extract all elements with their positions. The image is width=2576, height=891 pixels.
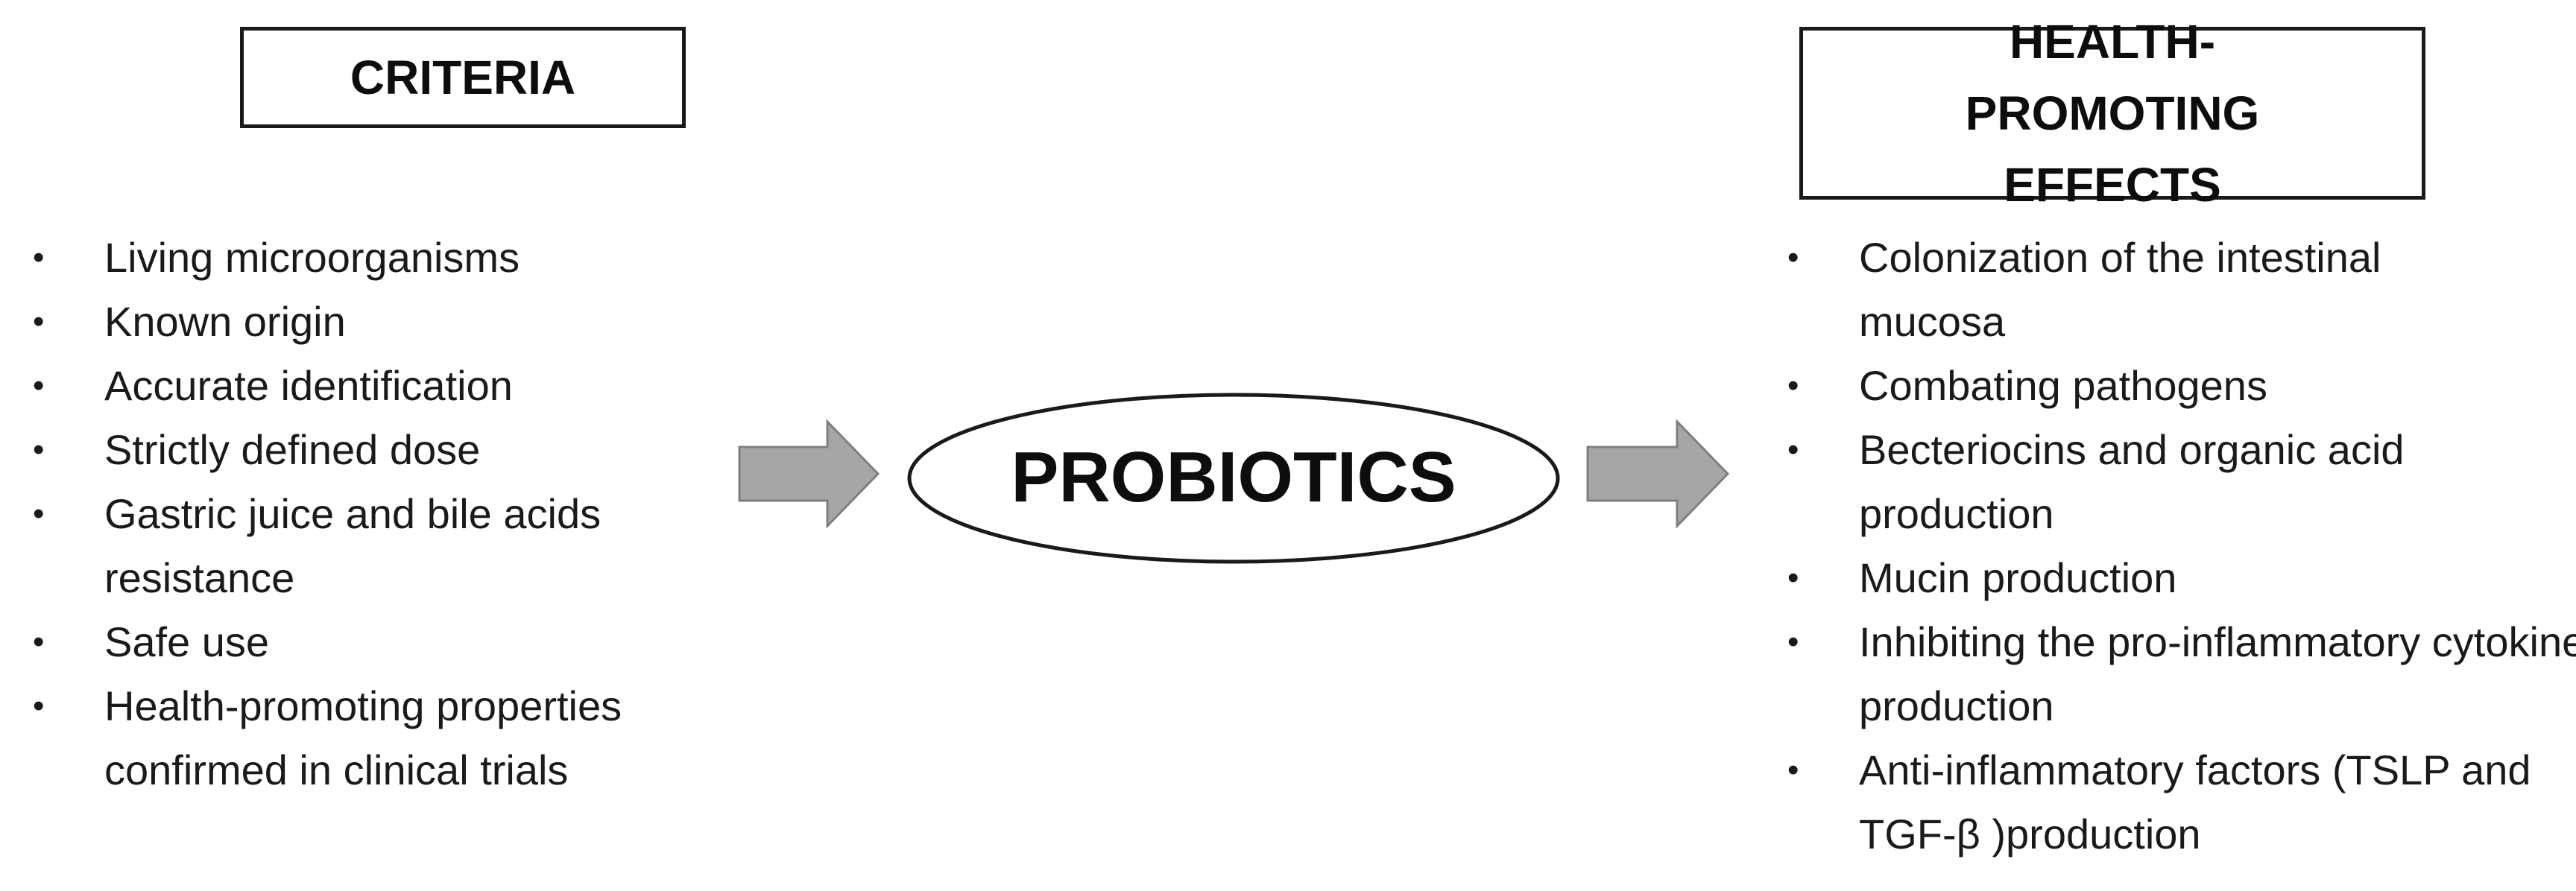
arrow-probiotics-to-effects-icon [1586, 419, 1730, 529]
criteria-title-box: CRITERIA [240, 27, 686, 128]
criteria-item: Gastric juice and bile acids resistance [30, 482, 716, 610]
criteria-item: Strictly defined dose [30, 418, 790, 482]
effects-item: Mucin production [1784, 546, 2575, 610]
effects-item: Combating pathogens [1784, 354, 2575, 418]
criteria-item: Accurate identification [30, 354, 790, 418]
criteria-item: Safe use [30, 610, 790, 674]
criteria-item: Living microorganisms [30, 226, 790, 290]
criteria-item: Health-promoting properties confirmed in… [30, 674, 775, 802]
effects-item: Colonization of the intestinal mucosa [1784, 226, 2530, 354]
probiotics-ellipse [907, 393, 1560, 564]
probiotics-label: PROBIOTICS [1011, 437, 1456, 517]
effects-title: HEALTH-PROMOTING EFFECTS [1965, 15, 2260, 212]
effects-item: Becteriocins and organic acid production [1784, 418, 2575, 546]
criteria-item: Known origin [30, 290, 790, 354]
effects-item: Anti-inflammatory factors (TSLP and TGF-… [1784, 738, 2576, 866]
criteria-list: Living microorganisms Known origin Accur… [30, 226, 790, 802]
criteria-title: CRITERIA [350, 51, 576, 104]
effects-list: Colonization of the intestinal mucosa Co… [1784, 226, 2576, 866]
effects-title-box: HEALTH-PROMOTING EFFECTS [1799, 15, 2425, 212]
effects-item: Inhibiting the pro-inflammatory cytokine… [1784, 610, 2576, 738]
